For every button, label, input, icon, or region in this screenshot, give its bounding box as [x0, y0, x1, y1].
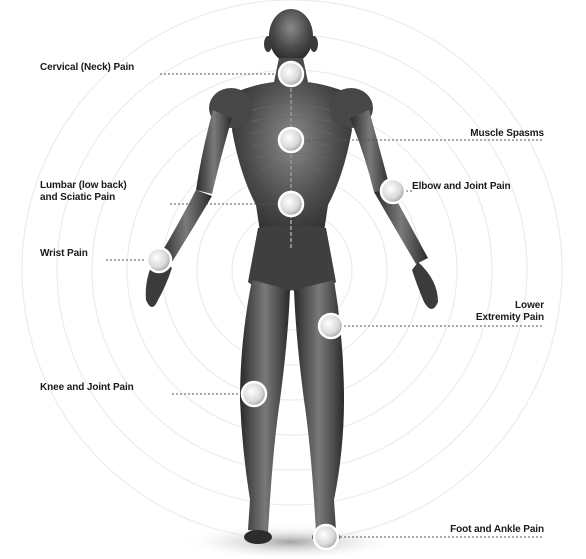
- marker-spasms[interactable]: [279, 128, 303, 152]
- label-elbow: Elbow and Joint Pain: [412, 181, 511, 193]
- marker-lower[interactable]: [319, 314, 343, 338]
- marker-neck[interactable]: [279, 62, 303, 86]
- marker-wrist[interactable]: [147, 248, 171, 272]
- label-spasms: Muscle Spasms: [420, 128, 544, 140]
- label-knee: Knee and Joint Pain: [40, 382, 134, 394]
- label-lumbar: Lumbar (low back) and Sciatic Pain: [40, 180, 127, 204]
- marker-lumbar[interactable]: [279, 192, 303, 216]
- human-figure: [146, 9, 438, 544]
- marker-knee[interactable]: [242, 382, 266, 406]
- label-neck: Cervical (Neck) Pain: [40, 62, 134, 74]
- ground-shadow: [180, 524, 400, 559]
- marker-foot[interactable]: [314, 525, 338, 549]
- marker-elbow[interactable]: [381, 179, 405, 203]
- label-wrist: Wrist Pain: [40, 248, 88, 260]
- label-foot: Foot and Ankle Pain: [400, 524, 544, 536]
- label-lower: Lower Extremity Pain: [430, 300, 544, 324]
